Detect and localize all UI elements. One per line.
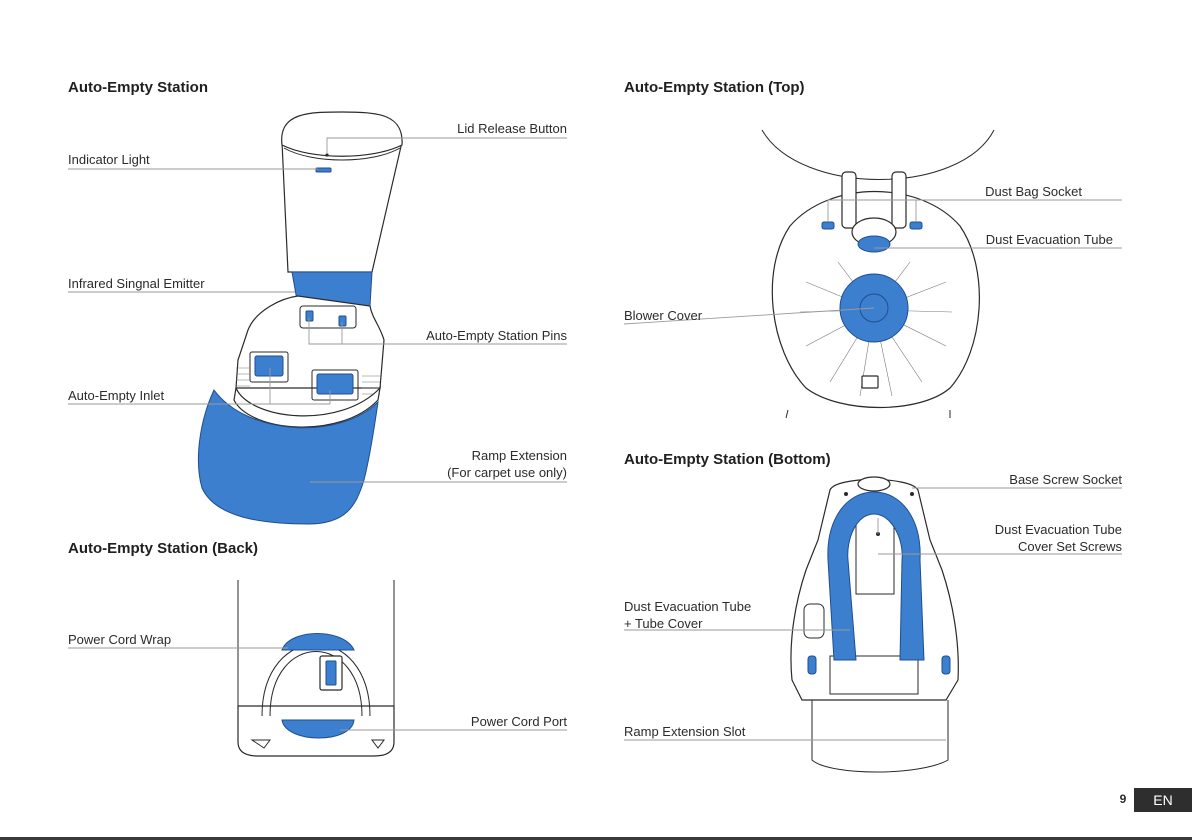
auto-empty-inlet-left — [254, 355, 284, 377]
label-dust-bag-socket: Dust Bag Socket — [985, 184, 1082, 199]
label-cover-set-screws: Dust Evacuation Tube Cover Set Screws — [940, 521, 1122, 555]
heading-auto-empty-station: Auto-Empty Station — [68, 79, 208, 96]
dust-bag-socket-left — [821, 221, 835, 230]
station-pin-left — [305, 310, 314, 322]
label-indicator-light: Indicator Light — [68, 152, 150, 167]
canister-body — [281, 141, 403, 273]
label-blower-cover: Blower Cover — [624, 308, 703, 323]
indicator-light — [315, 167, 332, 173]
power-cord-wrap — [281, 633, 355, 651]
page-number: 9 — [1119, 792, 1127, 806]
language-badge: EN — [1134, 788, 1192, 812]
dust-bag-socket-right — [909, 221, 923, 230]
heading-auto-empty-station-top: Auto-Empty Station (Top) — [624, 79, 805, 96]
heading-auto-empty-station-bottom: Auto-Empty Station (Bottom) — [624, 451, 831, 468]
label-power-cord-port: Power Cord Port — [470, 714, 567, 729]
ramp-extension — [197, 389, 379, 525]
station-back-illustration — [237, 580, 395, 757]
station-top-illustration — [761, 129, 995, 419]
label-ramp-extension-line1: Ramp Extension — [471, 448, 567, 463]
label-dust-evacuation-tube: Dust Evacuation Tube — [985, 232, 1113, 247]
lid-release-button-dot — [325, 153, 329, 157]
canister-lid — [281, 111, 403, 157]
auto-empty-inlet-right — [316, 373, 354, 395]
label-tube-cover: Dust Evacuation Tube + Tube Cover — [624, 598, 751, 632]
footer-rule — [0, 837, 1192, 840]
station-bottom-illustration — [790, 476, 959, 773]
label-ramp-extension: Ramp Extension (For carpet use only) — [400, 447, 567, 481]
label-station-pins: Auto-Empty Station Pins — [426, 328, 567, 343]
label-base-screw-socket: Base Screw Socket — [1009, 472, 1122, 487]
leaders-front — [68, 137, 567, 483]
ramp-slot-right — [941, 655, 951, 675]
label-ramp-extension-line2: (For carpet use only) — [447, 465, 567, 480]
leaders-back — [68, 647, 567, 731]
station-front-illustration — [197, 111, 403, 525]
label-ramp-extension-slot: Ramp Extension Slot — [624, 724, 746, 739]
power-cord-port-cover — [281, 719, 355, 739]
leaders-top — [623, 199, 1122, 325]
dust-evacuation-tube-cover — [827, 491, 925, 661]
dust-evacuation-tube — [857, 235, 891, 253]
ramp-slot-left — [807, 655, 817, 675]
leaders-bottom — [624, 487, 1122, 741]
label-tube-cover-line1: Dust Evacuation Tube — [624, 599, 752, 614]
label-infrared-emitter: Infrared Singnal Emitter — [68, 276, 205, 291]
heading-auto-empty-station-back: Auto-Empty Station (Back) — [68, 540, 259, 557]
label-cover-set-screws-line2: Cover Set Screws — [1017, 539, 1122, 554]
power-cord-port — [325, 660, 337, 686]
label-lid-release-button: Lid Release Button — [457, 121, 567, 136]
label-power-cord-wrap: Power Cord Wrap — [68, 632, 172, 647]
label-tube-cover-line2: + Tube Cover — [624, 616, 703, 631]
label-cover-set-screws-line1: Dust Evacuation Tube — [994, 522, 1122, 537]
station-pin-right — [338, 315, 347, 327]
label-auto-empty-inlet: Auto-Empty Inlet — [68, 388, 165, 403]
